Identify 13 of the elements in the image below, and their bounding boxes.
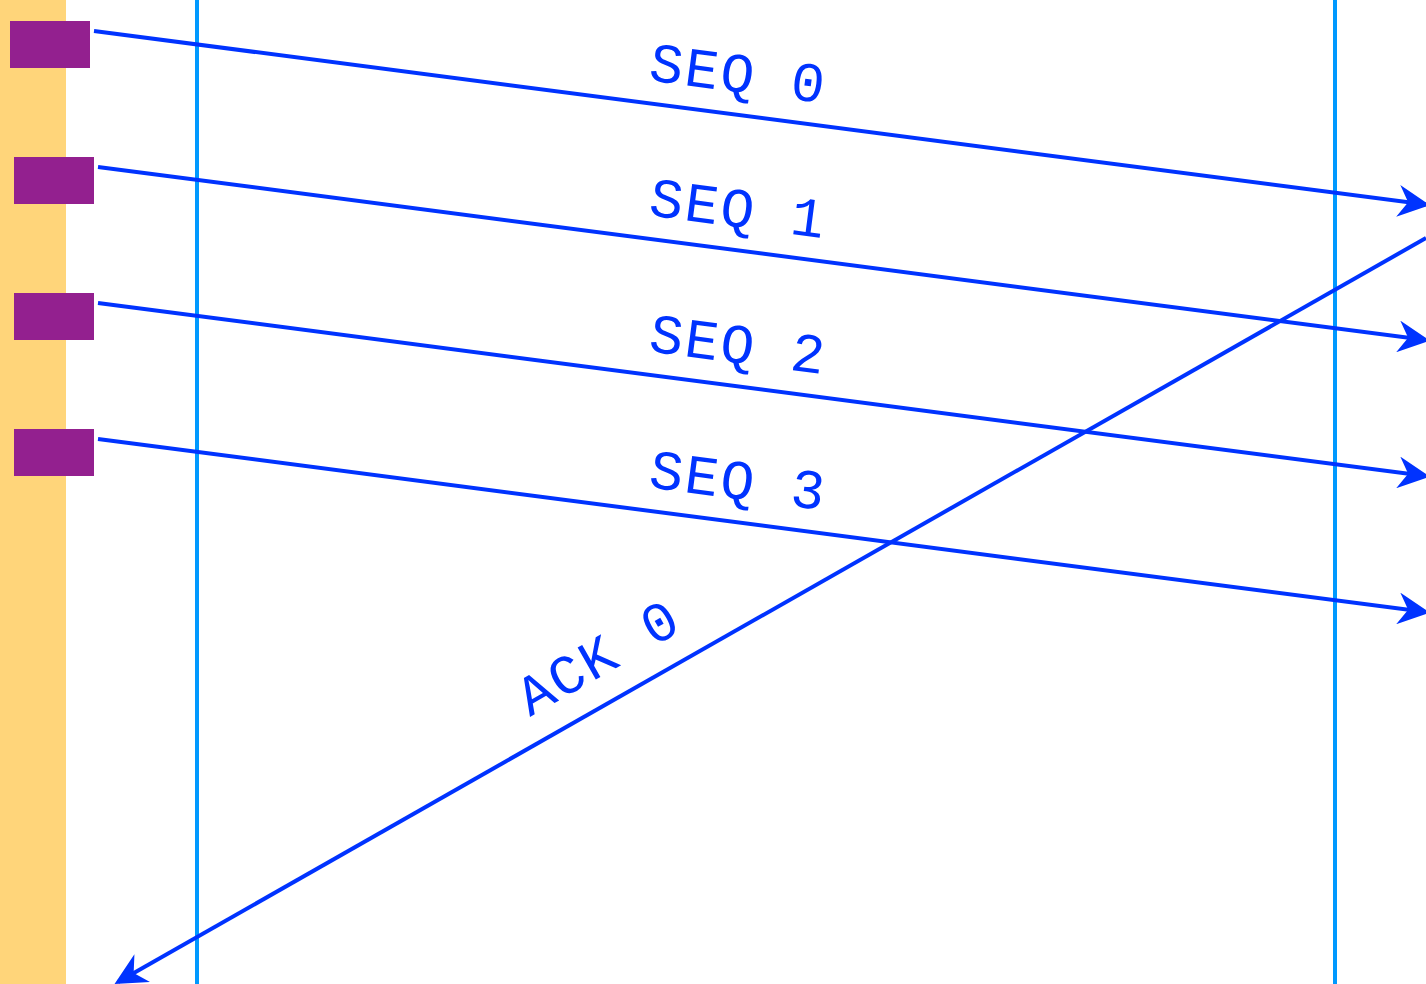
- arrow-label: ACK 0: [508, 591, 692, 729]
- packet-box: [10, 21, 90, 68]
- packet-box: [14, 429, 94, 476]
- arrow: [97, 165, 1426, 353]
- arrow: [93, 29, 1426, 217]
- arrow: [97, 301, 1426, 489]
- edge-label: SEQ 2: [646, 309, 830, 388]
- packet-box: [14, 157, 94, 204]
- arrow: [97, 437, 1426, 625]
- edge-label: SEQ 0: [646, 37, 830, 117]
- edge-label: SEQ 1: [646, 173, 830, 252]
- edge-label: SEQ 3: [646, 445, 830, 524]
- packet-box: [14, 293, 94, 340]
